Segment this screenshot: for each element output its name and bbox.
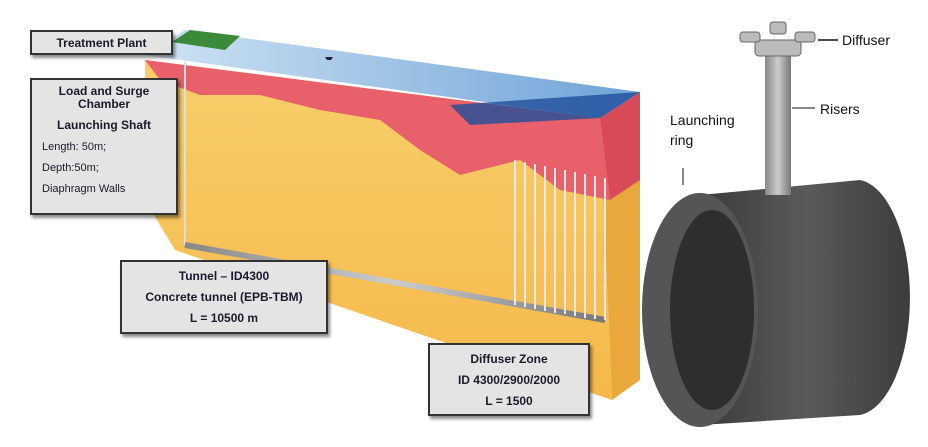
sediment-side — [600, 92, 640, 200]
ring-inner — [670, 210, 754, 410]
treatment-plant-label: Treatment Plant — [30, 30, 173, 55]
diffuser-label: Diffuser — [842, 32, 890, 48]
launching-ring-label-2: ring — [670, 132, 694, 148]
shaft-walls: Diaphragm Walls — [42, 183, 126, 195]
diffuser-zone-label: Diffuser Zone ID 4300/2900/2000 L = 1500 — [428, 343, 590, 416]
riser-pipe — [765, 55, 791, 195]
launching-shaft-label: Load and Surge Chamber Launching Shaft L… — [30, 78, 178, 215]
diffuser-head — [739, 21, 816, 57]
shaft-depth: Depth:50m; — [42, 162, 99, 174]
shaft-subtitle: Launching Shaft — [57, 118, 151, 132]
ring-body — [700, 180, 910, 425]
launching-ring-label-1: Launching — [670, 112, 735, 128]
shaft-title: Load and Surge Chamber — [58, 84, 150, 111]
risers-label: Risers — [820, 101, 860, 117]
vessel-icon — [325, 57, 333, 60]
tunnel-label: Tunnel – ID4300 Concrete tunnel (EPB-TBM… — [120, 260, 328, 334]
seabed-block — [145, 30, 640, 400]
launching-ring-model — [642, 21, 910, 427]
shaft-length: Length: 50m; — [42, 141, 107, 153]
land — [172, 30, 240, 50]
nearshore-shelf — [450, 92, 640, 125]
sediment-layer — [145, 60, 610, 200]
sea-surface — [145, 30, 640, 118]
risers — [514, 160, 606, 320]
